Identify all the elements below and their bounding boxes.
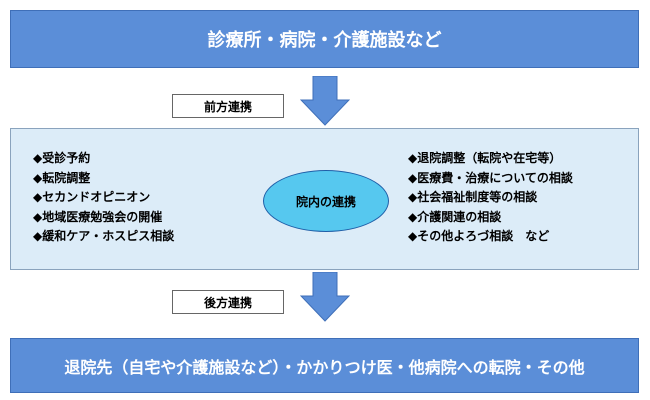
list-item: ◆その他よろづ相談 など xyxy=(408,229,550,244)
down-arrow-icon xyxy=(300,272,350,322)
referral-sources-band: 診療所・病院・介護施設など xyxy=(10,10,639,68)
in-hospital-cooperation-text: 院内の連携 xyxy=(295,194,356,209)
forward-cooperation-text: 前方連携 xyxy=(203,99,252,114)
list-item: ◆地域医療勉強会の開催 xyxy=(33,209,163,224)
left-service-list: ◆受診予約 ◆転院調整 ◆セカンドオピニオン ◆地域医療勉強会の開催 ◆緩和ケア… xyxy=(33,149,174,247)
in-hospital-cooperation-panel: ◆受診予約 ◆転院調整 ◆セカンドオピニオン ◆地域医療勉強会の開催 ◆緩和ケア… xyxy=(10,128,639,270)
list-item: ◆緩和ケア・ホスピス相談 xyxy=(33,229,175,244)
list-item: ◆退院調整（転院や在宅等） xyxy=(408,151,562,165)
list-item: ◆受診予約 xyxy=(33,151,91,165)
list-item: ◆介護関連の相談 xyxy=(408,209,502,224)
list-item: ◆転院調整 xyxy=(33,170,91,185)
list-item: ◆医療費・治療についての相談 xyxy=(408,170,573,185)
down-arrow-icon xyxy=(300,76,350,126)
in-hospital-cooperation-ellipse: 院内の連携 xyxy=(263,170,389,232)
list-item: ◆セカンドオピニオン xyxy=(33,190,151,205)
referral-sources-text: 診療所・病院・介護施設など xyxy=(207,30,442,51)
right-service-list: ◆退院調整（転院や在宅等） ◆医療費・治療についての相談 ◆社会福祉制度等の相談… xyxy=(408,149,573,247)
list-item: ◆社会福祉制度等の相談 xyxy=(408,190,538,205)
backward-cooperation-text: 後方連携 xyxy=(203,295,252,310)
discharge-destinations-band: 退院先（自宅や介護施設など）・かかりつけ医・他病院への転院・その他 xyxy=(10,338,639,393)
forward-cooperation-label: 前方連携 xyxy=(172,94,284,118)
backward-cooperation-label: 後方連携 xyxy=(172,290,284,314)
discharge-destinations-text: 退院先（自宅や介護施設など）・かかりつけ医・他病院への転院・その他 xyxy=(64,357,585,377)
